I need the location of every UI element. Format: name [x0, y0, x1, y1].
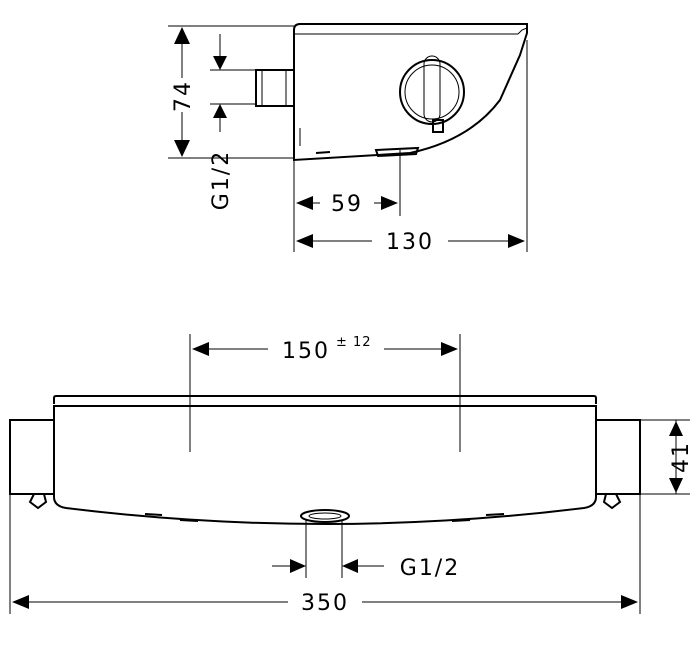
dim-350-label: 350 — [301, 591, 349, 616]
front-right-cap — [595, 419, 641, 495]
dim-g12-side-label: G1/2 — [209, 150, 234, 210]
dim-130: 130 — [296, 40, 528, 255]
dim-59-label: 59 — [331, 192, 363, 217]
dim-g12-front: G1/2 — [272, 520, 460, 581]
front-body-outline — [53, 405, 597, 525]
dim-g12-front-label: G1/2 — [400, 556, 460, 581]
dim-74-label: 74 — [171, 80, 196, 112]
front-view: 150 ± 12 41 G1/2 — [9, 334, 694, 616]
dim-41: 41 — [640, 419, 694, 495]
thermostat-knob — [399, 55, 465, 133]
side-body-outline — [293, 23, 528, 162]
dim-g12-side: G1/2 — [209, 34, 256, 210]
dim-150: 150 ± 12 — [189, 334, 461, 452]
dim-150-label: 150 — [282, 339, 330, 364]
dim-59: 59 — [293, 150, 401, 252]
dim-150-tolerance: ± 12 — [336, 335, 372, 350]
front-top-cover — [53, 395, 597, 404]
dim-130-label: 130 — [386, 230, 434, 255]
side-view: 74 G1/2 59 130 — [168, 23, 528, 255]
front-outlet — [300, 509, 350, 523]
dim-74: 74 — [168, 25, 294, 159]
dim-41-label: 41 — [669, 441, 694, 473]
front-left-cap — [9, 419, 55, 495]
side-outlet — [374, 146, 420, 158]
dim-350: 350 — [9, 494, 641, 616]
